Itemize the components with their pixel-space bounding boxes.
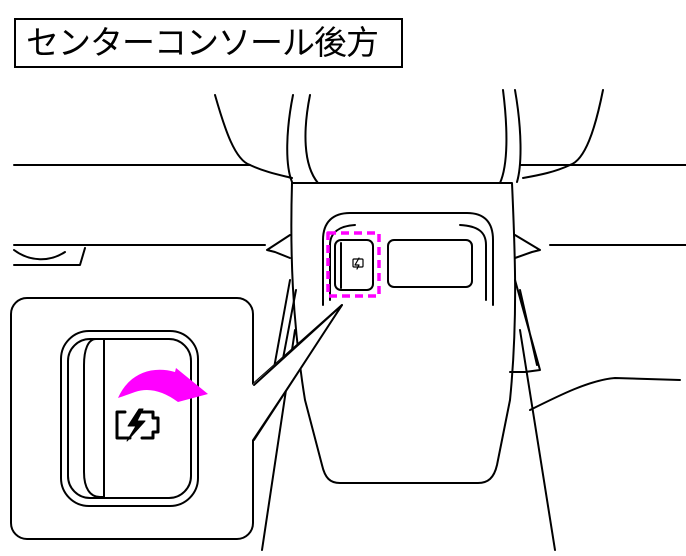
battery-charging-icon xyxy=(115,408,160,442)
small-battery-charging-icon xyxy=(352,257,364,270)
highlight-dashed-box xyxy=(326,231,381,298)
inset-detail-box xyxy=(10,297,254,540)
section-title: センターコンソール後方 xyxy=(14,18,403,68)
center-console xyxy=(261,182,556,551)
rotate-arrow-icon xyxy=(118,368,208,402)
usb-port-detail xyxy=(60,330,199,507)
seat-outlines xyxy=(13,89,686,411)
